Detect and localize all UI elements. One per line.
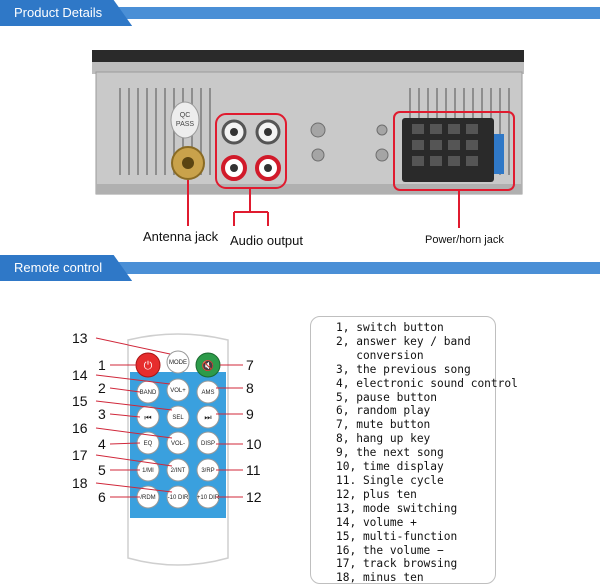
callout-11: 11 (246, 462, 261, 478)
antenna-jack-label: Antenna jack (143, 229, 219, 244)
legend-item: 12, plus ten (336, 487, 417, 501)
ams-button[interactable] (196, 380, 220, 404)
blue-fuse (494, 134, 504, 174)
callout-5: 5 (98, 462, 106, 478)
eq-label: EQ (144, 441, 153, 447)
disp-button[interactable] (196, 431, 220, 455)
vol-down-button[interactable] (166, 431, 190, 455)
legend-item: 8, hang up key (336, 432, 431, 446)
legend-item: 2, answer key / band (336, 334, 471, 348)
power-icon: ⏻ (144, 359, 153, 372)
callout-13: 13 (72, 330, 88, 346)
legend-item: 6, random play (336, 404, 431, 418)
mode-button[interactable] (166, 350, 190, 374)
callout-16: 16 (72, 420, 88, 436)
vol-up-button[interactable] (166, 378, 190, 402)
vol-up-label: VOL+ (170, 388, 186, 394)
callout-6: 6 (98, 489, 106, 505)
screws (310, 122, 389, 162)
qc-text: QC (180, 112, 191, 119)
audio-output-jacks (221, 119, 281, 181)
disp-label: DISP (201, 441, 215, 447)
banner-title: Product Details (14, 5, 103, 20)
next-button[interactable] (196, 405, 220, 429)
callout-1: 1 (98, 357, 106, 373)
mute-icon: 🔇 (202, 359, 214, 372)
legend-item: 18, minus ten (336, 571, 424, 585)
leader-lines (187, 180, 460, 228)
connector-pins (412, 124, 478, 166)
rdm-label: /RDM (140, 495, 155, 501)
remote-control-banner: Remote control (0, 255, 600, 281)
legend-item: 4, electronic sound control (336, 376, 518, 390)
legend-item: 7, mute button (336, 418, 431, 432)
two-int-button[interactable] (166, 458, 190, 482)
three-rp-label: 3/RP (201, 468, 214, 474)
callout-17: 17 (72, 447, 88, 463)
antenna-jack-core (182, 157, 194, 169)
legend-item: 16, the volume − (336, 543, 444, 557)
banner-bar (0, 262, 600, 274)
one-mi-label: 1/MI (142, 468, 154, 474)
banner-tab: Remote control (0, 255, 133, 281)
legend-item: 14, volume + (336, 515, 417, 529)
minus-ten-label: -10 DIR (168, 495, 189, 501)
audio-output-label: Audio output (230, 233, 304, 248)
callout-18: 18 (72, 475, 88, 491)
legend-item: 17, track browsing (336, 557, 458, 571)
sel-button[interactable] (166, 405, 190, 429)
prev-icon: ⏮ (144, 413, 151, 422)
legend-item: 3, the previous song (336, 362, 471, 376)
legend-item: 10, time display (336, 460, 444, 474)
legend-item: 13, mode switching (336, 501, 458, 515)
callout-9: 9 (246, 406, 254, 422)
callout-3: 3 (98, 406, 106, 422)
banner-tab: Product Details (0, 0, 133, 26)
pass-text: PASS (176, 121, 194, 128)
callout-10: 10 (246, 436, 262, 452)
callout-2: 2 (98, 380, 106, 396)
callout-12: 12 (246, 489, 262, 505)
product-details-banner: Product Details (0, 0, 600, 26)
callout-14: 14 (72, 367, 88, 383)
legend-item: 11. Single cycle (336, 473, 444, 487)
legend-item: 5, pause button (336, 390, 438, 404)
power-jack-highlight (393, 111, 515, 191)
sel-label: SEL (172, 415, 184, 421)
next-icon: ⏭ (204, 413, 211, 422)
panel-top-edge (92, 62, 524, 74)
panel-bottom (96, 184, 522, 194)
ams-label: AMS (201, 390, 214, 396)
rear-panel-illustration: QC PASS (92, 50, 524, 228)
plus-ten-label: +10 DIR (197, 495, 220, 501)
vol-down-label: VOL- (171, 441, 185, 447)
legend-item: 9, the next song (336, 446, 444, 460)
remote-illustration: ⏻ 🔇 MODE VOL+ BAND AMS ⏮ SEL ⏭ EQ VOL- D… (95, 333, 243, 566)
legend-item: 1, switch button (336, 321, 444, 334)
legend-item: 15, multi-function (336, 529, 458, 543)
banner-title: Remote control (14, 260, 103, 275)
two-int-label: 2/INT (171, 468, 186, 474)
callout-7: 7 (246, 357, 254, 373)
callout-4: 4 (98, 436, 106, 452)
legend-item: conversion (336, 348, 424, 362)
minus-ten-button[interactable] (166, 485, 190, 509)
qc-pass-sticker (170, 101, 200, 139)
callout-15: 15 (72, 393, 88, 409)
callout-lines (95, 337, 243, 498)
power-jack-label: Power/horn jack (425, 234, 504, 246)
callout-8: 8 (246, 380, 254, 396)
panel-top-lip (92, 50, 524, 62)
banner-bar (0, 7, 600, 19)
band-label: BAND (140, 390, 157, 396)
mode-label: MODE (169, 360, 187, 366)
